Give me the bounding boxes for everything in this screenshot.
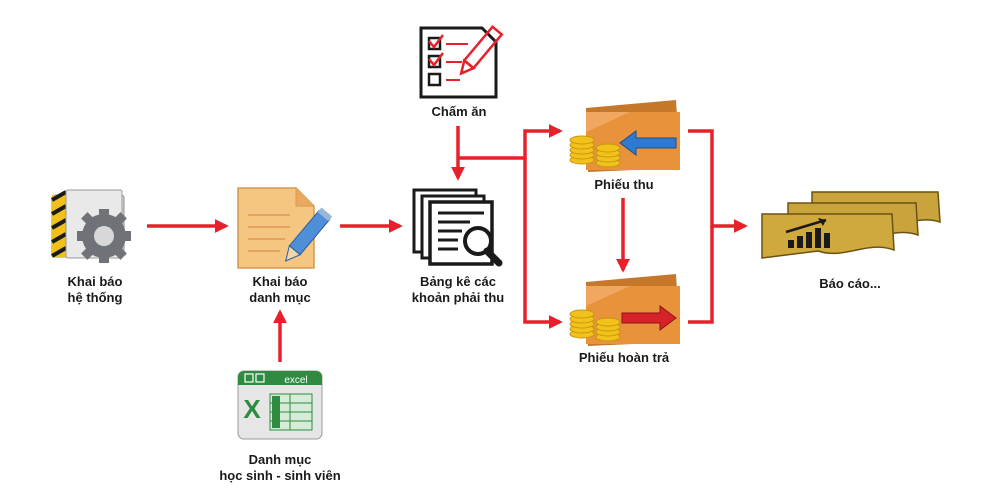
report-stack-icon [761, 191, 941, 259]
label-statement: Bảng kê các khoản phải thu [412, 274, 504, 306]
branch-line-lower [523, 158, 563, 329]
excel-file-icon: excel X [237, 370, 323, 440]
connector-arrows [147, 124, 748, 362]
label-system-settings-line2: hệ thống [67, 290, 123, 305]
label-student-list: Danh mục học sinh - sinh viên [219, 452, 340, 484]
statement-magnifier-icon [412, 188, 503, 267]
label-statement-line2: khoản phải thu [411, 290, 505, 305]
label-catalog: Khai báo danh mục [249, 274, 310, 306]
label-receipt-line1: Phiếu thu [594, 177, 654, 192]
label-report-line1: Báo cáo... [819, 276, 881, 291]
checklist-icon [419, 24, 504, 99]
label-report: Báo cáo... [819, 276, 880, 292]
refund-wallet-icon [569, 274, 680, 346]
label-refund: Phiếu hoàn trả [579, 350, 669, 366]
label-system-settings: Khai báo hệ thống [68, 274, 123, 306]
label-statement-line1: Bảng kê các [420, 274, 496, 289]
excel-badge: excel [284, 375, 307, 386]
label-receipt: Phiếu thu [594, 177, 653, 193]
arrow-refund-to-report [688, 226, 714, 324]
catalog-document-icon [237, 187, 333, 269]
svg-text:X: X [243, 394, 261, 424]
label-attendance-line1: Chấm ăn [431, 104, 487, 119]
label-catalog-line2: danh mục [249, 290, 311, 305]
system-settings-icon [51, 189, 131, 263]
label-student-list-line1: Danh mục [248, 452, 312, 467]
branch-line [458, 124, 563, 160]
label-attendance: Chấm ăn [432, 104, 487, 120]
label-system-settings-line1: Khai báo [67, 274, 123, 289]
label-student-list-line2: học sinh - sinh viên [219, 468, 341, 483]
receipt-wallet-icon [569, 100, 680, 172]
label-catalog-line1: Khai báo [252, 274, 308, 289]
label-refund-line1: Phiếu hoàn trả [578, 350, 670, 365]
arrow-receipt-to-report [688, 129, 748, 233]
